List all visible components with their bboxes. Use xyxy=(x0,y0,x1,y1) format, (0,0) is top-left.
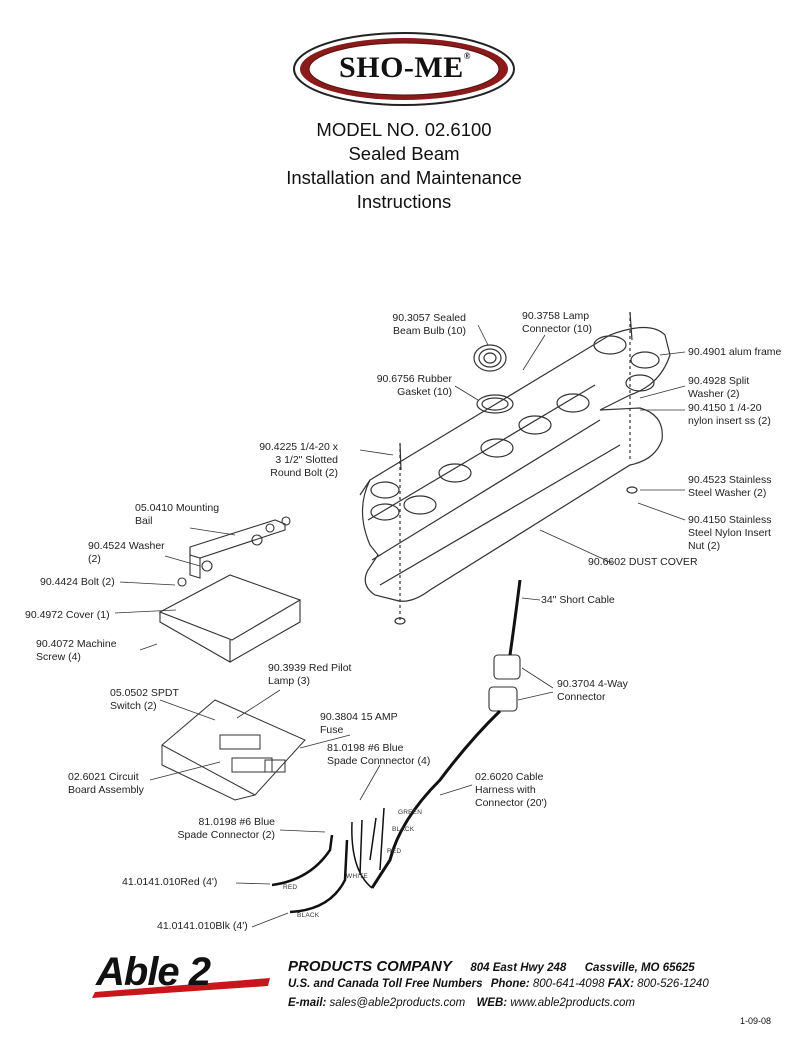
label-bulb: 90.3057 Sealed Beam Bulb (10) xyxy=(392,312,466,337)
able2-logo-text: Able 2 xyxy=(96,950,211,994)
label-spdt: 05.0502 SPDT Switch (2) xyxy=(110,687,179,712)
brand-name: SHO-ME® xyxy=(300,51,510,85)
label-blk-wire: 41.0141.010Blk (4') xyxy=(157,920,248,932)
wire-label-black: BLACK xyxy=(392,826,415,833)
label-stainless-washer: 90.4523 Stainless Steel Washer (2) xyxy=(688,474,772,499)
title-line-1: MODEL NO. 02.6100 xyxy=(316,119,492,140)
wire-label-red-2: RED xyxy=(283,884,298,891)
label-nylon-insert: 90.4150 1 /4-20 nylon insert ss (2) xyxy=(688,402,771,427)
sho-me-logo xyxy=(293,32,515,106)
label-gasket: 90.6756 Rubber Gasket (10) xyxy=(376,373,452,398)
fax-label: FAX: xyxy=(607,978,634,990)
web-link[interactable]: www.able2products.com xyxy=(510,997,635,1009)
label-round-bolt: 90.4225 1/4-20 x 3 1/2" Slotted Round Bo… xyxy=(259,441,338,479)
label-split-washer: 90.4928 Split Washer (2) xyxy=(688,375,750,400)
label-dust-cover: 90.6602 DUST COVER xyxy=(588,556,698,568)
brand-name-text: SHO-ME xyxy=(339,51,464,84)
mounting-bail-illustration xyxy=(158,516,302,663)
footer-contact-line: E-mail: sales@able2products.com WEB: www… xyxy=(288,997,635,1009)
leader-lines xyxy=(114,324,686,928)
email-label: E-mail: xyxy=(288,997,327,1009)
label-pilot-lamp: 90.3939 Red Pilot Lamp (3) xyxy=(268,662,352,687)
document-date: 1-09-08 xyxy=(740,1016,772,1026)
label-mounting-bail: 05.0410 Mounting Bail xyxy=(135,502,220,527)
wire-label-green: GREEN xyxy=(398,809,423,816)
wire-label-red: RED xyxy=(387,848,402,855)
circuit-board-illustration xyxy=(161,699,306,801)
label-cover: 90.4972 Cover (1) xyxy=(25,609,110,621)
phone-label: Phone: xyxy=(490,978,530,990)
title-line-4: Instructions xyxy=(356,191,452,212)
label-machine-screw: 90.4072 Machine Screw (4) xyxy=(36,638,117,663)
label-stainless-nut: 90.4150 Stainless Steel Nylon Insert Nut… xyxy=(688,514,772,552)
company-name: PRODUCTS COMPANY xyxy=(288,958,452,975)
able2-logo: Able 2 xyxy=(96,950,211,995)
title-line-3: Installation and Maintenance xyxy=(286,167,522,188)
title-line-2: Sealed Beam xyxy=(348,143,460,164)
label-spade-2: 81.0198 #6 Blue Spade Connector (2) xyxy=(177,816,275,841)
label-red-wire: 41.0141.010Red (4') xyxy=(122,876,218,888)
wire-label-white: WHITE xyxy=(346,873,368,880)
wire-label-black-2: BLACK xyxy=(297,912,320,919)
label-lamp-connector: 90.3758 Lamp Connector (10) xyxy=(522,310,593,335)
label-four-way: 90.3704 4-Way Connector xyxy=(557,678,628,703)
registered-mark: ® xyxy=(463,51,471,61)
light-bar-illustration xyxy=(359,311,671,625)
company-city: Cassville, MO 65625 xyxy=(584,962,695,974)
label-washer: 90.4524 Washer (2) xyxy=(88,540,165,565)
label-alum-frame: 90.4901 alum frame xyxy=(688,346,782,358)
fax-number: 800-526-1240 xyxy=(637,978,709,990)
able2-logo-mark xyxy=(92,978,270,998)
label-circuit-board: 02.6021 Circuit Board Assembly xyxy=(68,771,144,796)
company-address: 804 East Hwy 248 xyxy=(470,962,567,974)
label-fuse: 90.3804 15 AMP Fuse xyxy=(320,711,398,736)
four-way-connector-illustration xyxy=(370,579,522,889)
web-label: WEB: xyxy=(476,997,508,1009)
footer-company-line: PRODUCTS COMPANY 804 East Hwy 248 Cassvi… xyxy=(288,958,788,976)
tollfree-label: U.S. and Canada Toll Free Numbers xyxy=(288,978,483,990)
document-title: MODEL NO. 02.6100 Sealed Beam Installati… xyxy=(0,118,808,214)
label-spade-4: 81.0198 #6 Blue Spade Connnector (4) xyxy=(327,742,431,767)
email-link[interactable]: sales@able2products.com xyxy=(329,997,466,1009)
label-short-cable: 34" Short Cable xyxy=(541,594,615,606)
phone-number: 800-641-4098 xyxy=(532,978,605,990)
label-bolt: 90.4424 Bolt (2) xyxy=(40,576,115,588)
label-cable-harness: 02.6020 Cable Harness with Connector (20… xyxy=(475,771,548,809)
wires-illustration xyxy=(271,807,385,914)
footer-phone-line: U.S. and Canada Toll Free Numbers Phone:… xyxy=(288,978,709,990)
